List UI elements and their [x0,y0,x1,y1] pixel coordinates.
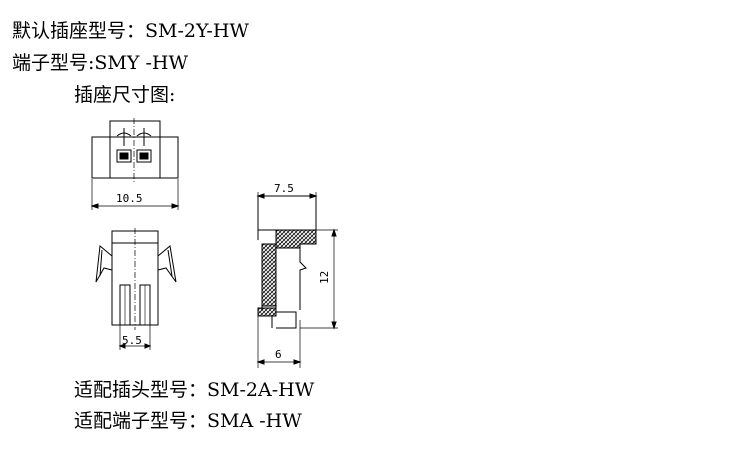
front-view-slot-right [136,149,152,163]
socket-dimension-title: 插座尺寸图: [74,84,176,106]
front-view-slot-left [116,149,132,163]
side-height-label: 12 [318,271,331,284]
front-view-top-block [109,120,161,138]
mating-plug-model-label: 适配插头型号：SM-2A-HW [74,379,315,401]
front-width-label: 10.5 [116,192,143,205]
side-section-view [256,192,338,368]
socket-model-label: 默认插座型号：SM-2Y-HW [12,20,249,42]
front-view [90,118,180,210]
side-bottom-label: 6 [275,348,282,361]
front-view-body [91,136,179,179]
terminal-model-label: 端子型号:SMY -HW [12,52,188,74]
side-top-label: 7.5 [274,182,294,195]
mating-terminal-model-label: 适配端子型号：SMA -HW [74,410,302,432]
bottom-width-label: 5.5 [122,334,142,347]
bottom-view [95,228,177,350]
